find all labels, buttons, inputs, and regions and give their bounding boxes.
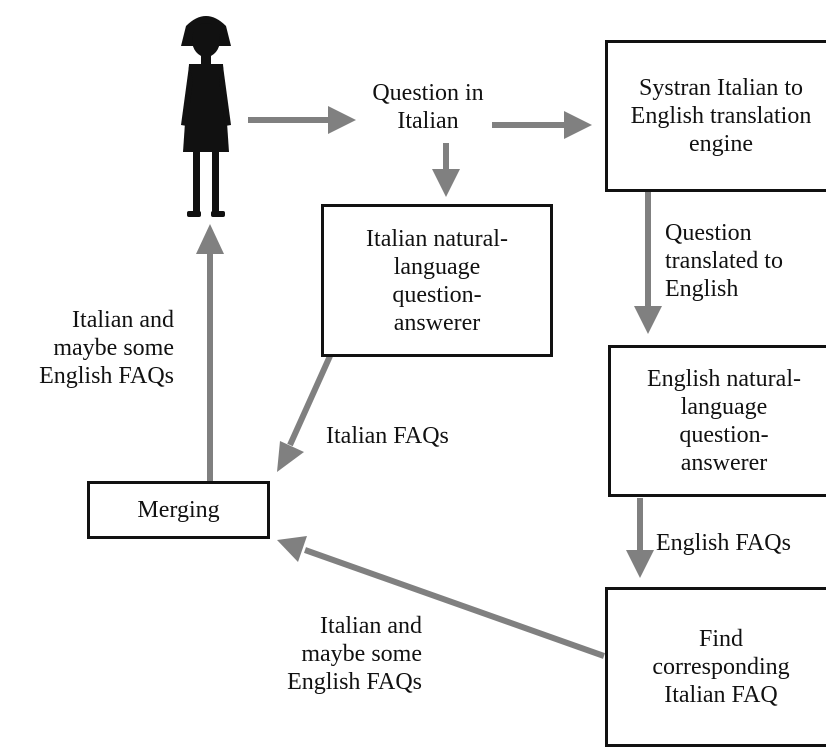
arrow-find-to-merging <box>303 547 606 659</box>
find-faq-box: Find corresponding Italian FAQ <box>605 587 826 747</box>
find-output-label: Italian and maybe some English FAQs <box>287 613 422 695</box>
arrowhead <box>328 106 356 134</box>
arrowhead <box>277 441 304 472</box>
arrowhead <box>564 111 592 139</box>
arrowhead <box>626 550 654 578</box>
merge-output-label: Italian and maybe some English FAQs <box>39 307 174 389</box>
systran-engine-box: Systran Italian to English translation e… <box>605 40 826 192</box>
arrowhead <box>634 306 662 334</box>
arrowhead <box>277 536 307 562</box>
question-translated-label: Question translated to English <box>665 220 783 302</box>
english-faqs-label: English FAQs <box>656 530 791 556</box>
italian-faqs-label: Italian FAQs <box>326 423 449 449</box>
arrow-italian-qa-to-merging <box>287 354 333 447</box>
arrowhead <box>196 224 224 254</box>
person-icon <box>181 16 231 217</box>
english-qa-box: English natural- language question- answ… <box>608 345 826 497</box>
arrowhead <box>432 169 460 197</box>
merging-box: Merging <box>87 481 270 539</box>
italian-qa-box: Italian natural- language question- answ… <box>321 204 553 357</box>
question-in-italian-label: Question in Italian <box>372 80 484 134</box>
